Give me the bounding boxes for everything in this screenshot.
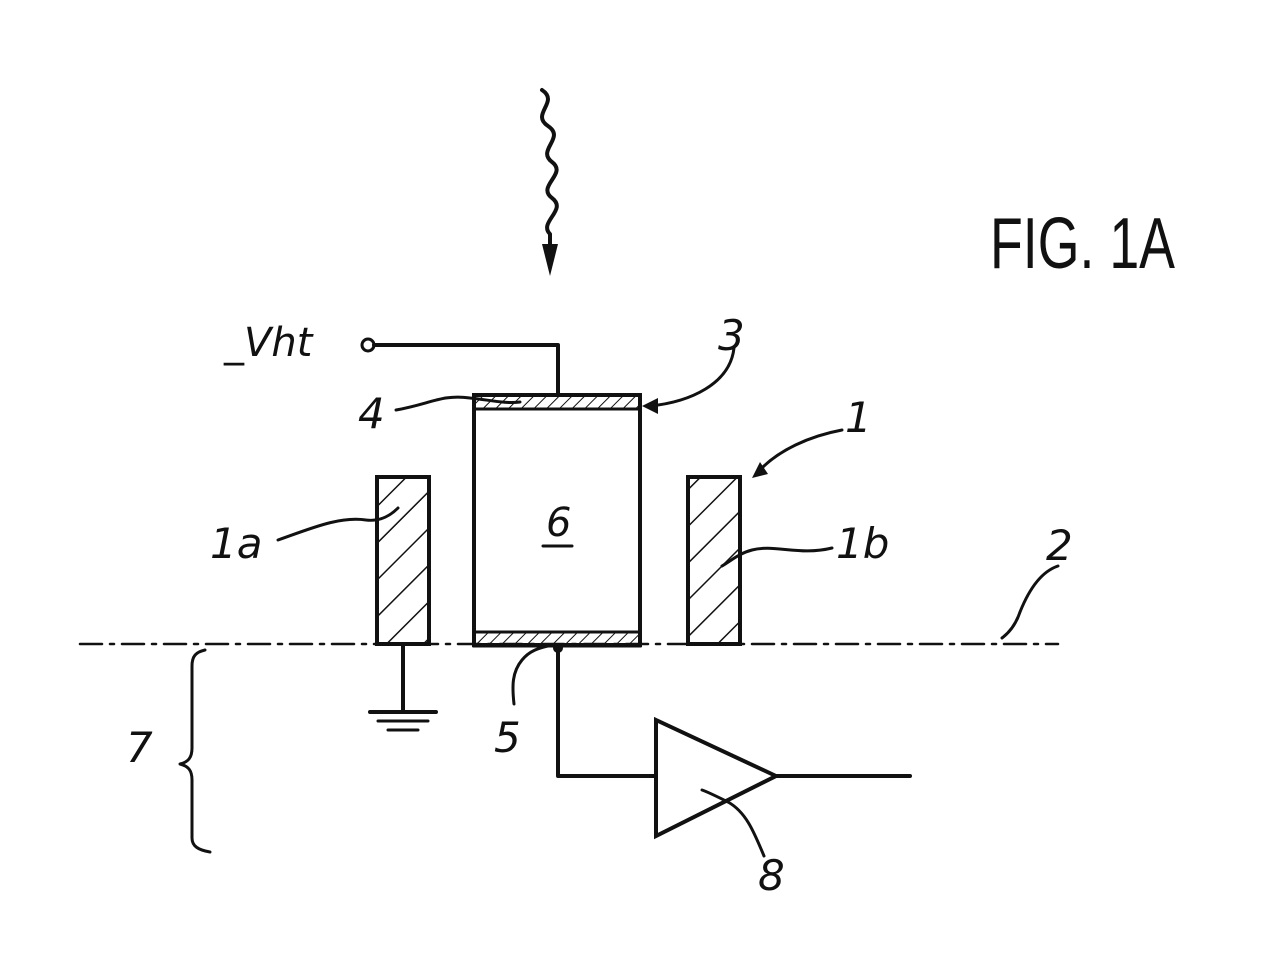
ref-label-3: 3 xyxy=(718,311,745,360)
side-element-1a xyxy=(377,477,429,644)
ref-label-4: 4 xyxy=(358,389,385,438)
ref-label-1b: 1b xyxy=(836,519,889,568)
leader-2 xyxy=(1002,566,1058,638)
amplifier xyxy=(656,720,776,836)
ground-symbol xyxy=(370,644,436,730)
signal-wire xyxy=(558,648,656,776)
ref-label-5: 5 xyxy=(494,713,521,762)
chamber-label: 6 xyxy=(546,500,571,546)
ref-label-8: 8 xyxy=(758,851,785,900)
leader-1 xyxy=(758,430,842,472)
figure-title: FIG. 1A xyxy=(990,204,1175,284)
ref-label-1a: 1a xyxy=(210,519,262,568)
ref-label-2: 2 xyxy=(1046,521,1073,570)
leader-3-arrowhead xyxy=(642,398,658,414)
incident-radiation-arrow xyxy=(542,90,558,276)
ref-label-7: 7 xyxy=(126,723,153,772)
ref-label-1: 1 xyxy=(845,393,872,442)
high-voltage-wire xyxy=(362,339,558,395)
leader-5 xyxy=(513,646,548,704)
supply-voltage-label: _Vht xyxy=(223,320,314,366)
region-brace xyxy=(180,650,210,852)
